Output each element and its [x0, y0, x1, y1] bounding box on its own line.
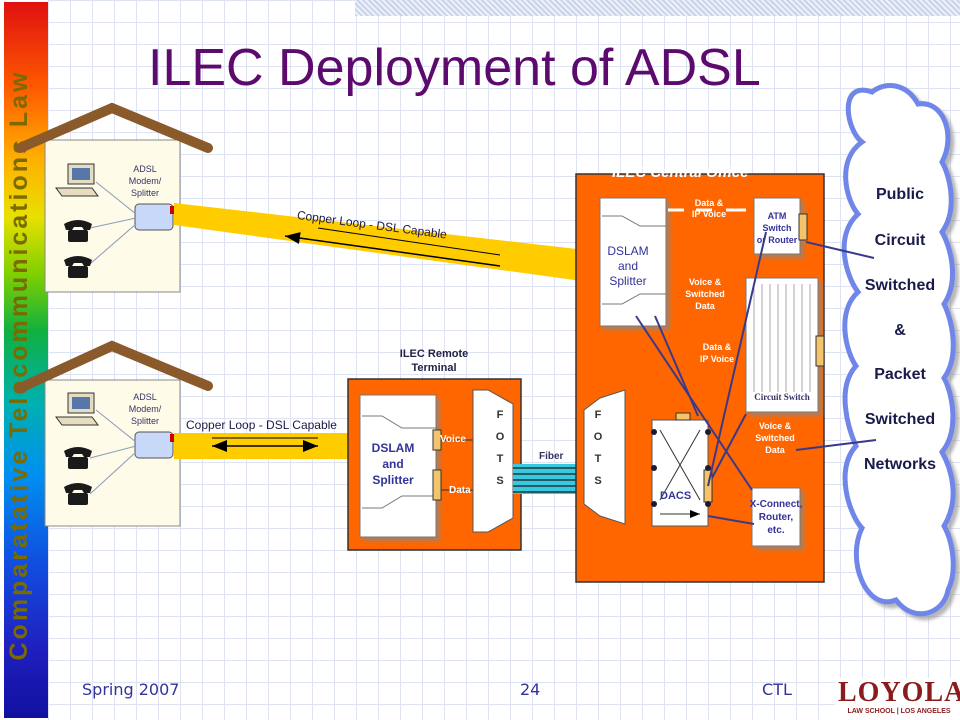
data-ip-voice-label: Data &IP Voice [699, 342, 735, 364]
data-ip-voice-label: Data &IP Voice [691, 198, 727, 219]
house-1 [15, 102, 213, 293]
copper-loop-1 [174, 203, 603, 284]
slide-title: ILEC Deployment of ADSL [148, 39, 761, 97]
modem-2 [134, 431, 174, 459]
fiber-bundle [513, 464, 584, 494]
cloud-line: & [894, 322, 906, 339]
cloud-line: Public [875, 186, 924, 203]
telephone-icon [64, 256, 92, 278]
loyola-logo-sub: LAW SCHOOL | LOS ANGELES [847, 708, 951, 715]
dacs-label: DACS [660, 490, 692, 502]
computer-icon [55, 163, 99, 197]
rt-voice-label: Voice [440, 434, 466, 445]
footer-ctl: CTL [762, 680, 792, 699]
modem-1 [134, 203, 174, 231]
network-cloud [841, 83, 956, 617]
cloud-line: Circuit [874, 232, 926, 249]
top-pattern-band [355, 0, 960, 16]
cloud-line: Networks [863, 456, 937, 473]
xconnect-label: X-Connect,Router,etc. [749, 499, 803, 536]
central-office-title: ILEC Central Office [612, 164, 749, 181]
copper-loop-label: Copper Loop - DSL Capable [186, 418, 337, 432]
cloud-line: Switched [864, 277, 936, 294]
computer-icon [55, 392, 99, 426]
footer-date: Spring 2007 [82, 680, 180, 699]
cloud-line: Switched [864, 411, 936, 428]
remote-terminal [347, 378, 522, 551]
fiber-label: Fiber [539, 451, 564, 462]
rainbow-sidebar [4, 2, 48, 718]
telephone-icon [64, 447, 92, 469]
central-office [575, 173, 877, 583]
slide-number: 24 [520, 680, 541, 699]
circuit-switch-label: Circuit Switch [754, 392, 810, 402]
logo-box [835, 678, 960, 720]
cloud-line: Packet [874, 366, 926, 383]
telephone-icon [64, 220, 92, 242]
telephone-icon [64, 483, 92, 505]
rt-data-label: Data [449, 485, 471, 496]
loyola-logo: LOYOLA [838, 677, 960, 708]
